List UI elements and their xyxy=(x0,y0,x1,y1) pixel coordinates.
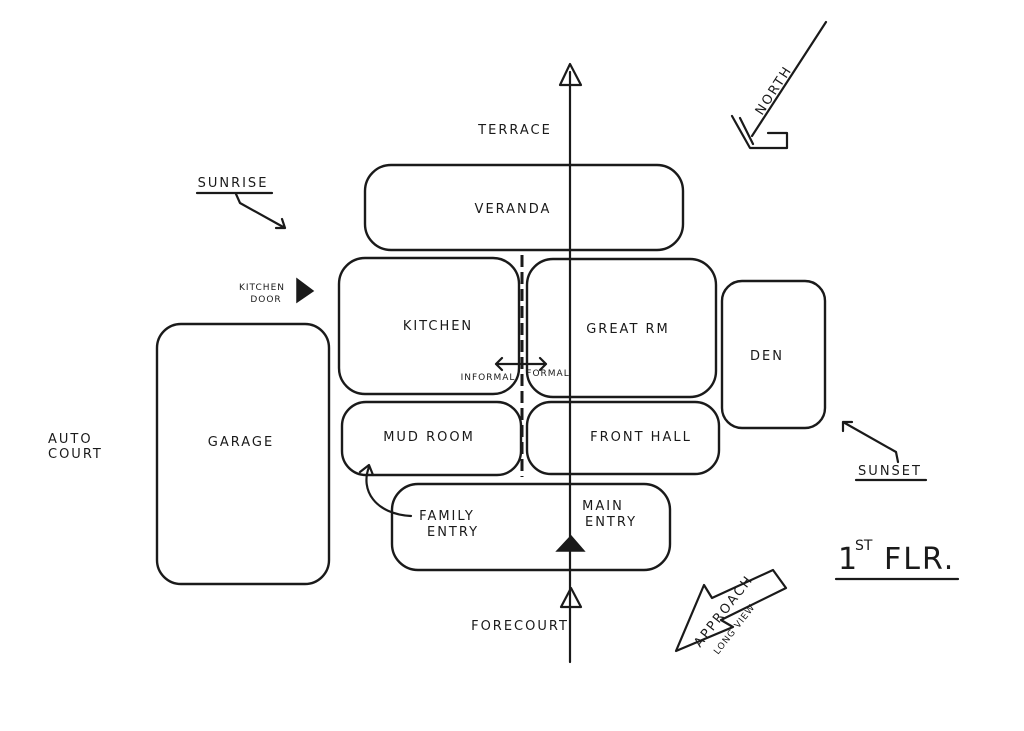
family-entry-arrow xyxy=(358,463,413,518)
kitchen-label: KITCHEN xyxy=(403,319,473,334)
kitchen-door-marker xyxy=(296,277,315,304)
formal-label: FORMAL xyxy=(526,369,569,379)
main-entry-label-line1: MAIN xyxy=(582,499,624,514)
auto-court-label-line1: AUTO xyxy=(48,432,93,447)
kitchen-door-label-line1: KITCHEN xyxy=(239,283,285,293)
sunrise-arrow xyxy=(234,192,287,230)
front-hall-room xyxy=(525,400,721,476)
north-arrow-head xyxy=(730,114,789,150)
family-entry-label-line1: FAMILY xyxy=(419,509,475,524)
terrace-label: TERRACE xyxy=(477,123,552,138)
garage-room xyxy=(155,322,331,586)
kitchen-door-label-line2: DOOR xyxy=(250,295,281,305)
informal-label: INFORMAL xyxy=(461,373,516,383)
great-room xyxy=(525,257,718,399)
sunset-arrow xyxy=(841,420,900,464)
garage-label: GARAGE xyxy=(208,435,274,450)
mud-room xyxy=(340,400,523,477)
auto-court-label-line2: COURT xyxy=(48,447,103,462)
floor-number-suffix: ST xyxy=(855,538,873,554)
main-entry-label-line2: ENTRY xyxy=(585,515,637,530)
front-hall-label: FRONT HALL xyxy=(590,430,692,445)
main-entry-marker xyxy=(555,534,586,552)
forecourt-arrowhead xyxy=(559,586,583,609)
informal-formal-arrow xyxy=(494,356,548,372)
north-label: NORTH xyxy=(753,63,796,118)
approach-arrow xyxy=(674,568,788,653)
main-entry-room xyxy=(390,482,672,572)
veranda-room xyxy=(363,163,685,252)
great-rm-label: GREAT RM xyxy=(586,322,670,337)
floor-number: 1 xyxy=(838,542,859,577)
floor-label: FLR. xyxy=(884,542,955,577)
sunrise-label: SUNRISE xyxy=(198,176,269,191)
north-arrow-shaft xyxy=(750,20,828,138)
forecourt-label: FORECOURT xyxy=(471,619,569,634)
den-label: DEN xyxy=(750,349,784,364)
den-room xyxy=(720,279,827,430)
kitchen-room xyxy=(337,256,521,396)
veranda-label: VERANDA xyxy=(475,202,552,217)
terrace-arrowhead xyxy=(558,62,583,87)
mud-room-label: MUD ROOM xyxy=(383,430,475,445)
family-entry-label-line2: ENTRY xyxy=(427,525,479,540)
sunset-label: SUNSET xyxy=(858,464,922,479)
